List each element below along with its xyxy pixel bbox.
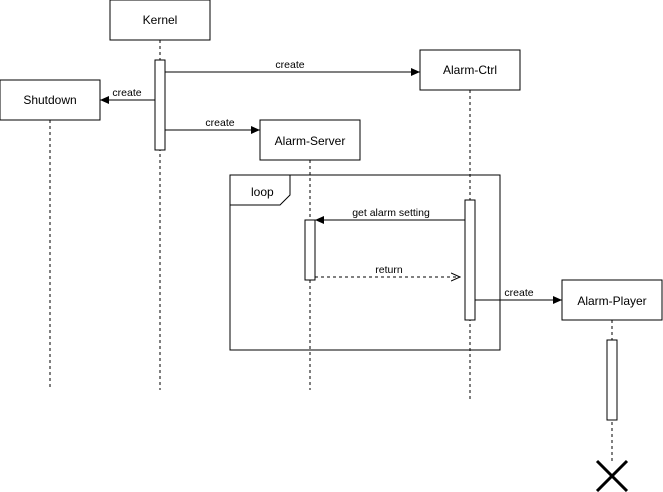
- message-create-alarm-server-label: create: [205, 117, 234, 129]
- message-return: return: [315, 264, 460, 277]
- message-create-alarm-server: create: [165, 117, 260, 134]
- message-create-shutdown: create: [100, 87, 155, 104]
- participant-alarm-ctrl: Alarm-Ctrl: [419, 49, 521, 91]
- loop-fragment: loop: [229, 174, 501, 351]
- participant-kernel-label: Kernel: [143, 13, 178, 27]
- participant-kernel: Kernel: [109, 0, 211, 41]
- message-create-alarm-player-label: create: [504, 287, 533, 299]
- participant-alarm-player: Alarm-Player: [561, 279, 663, 321]
- participant-shutdown: Shutdown: [0, 79, 101, 121]
- activation-kernel: [154, 59, 166, 151]
- message-create-alarm-ctrl: create: [165, 59, 420, 76]
- message-return-label: return: [375, 264, 403, 276]
- message-get-alarm-setting-label: get alarm setting: [352, 207, 430, 219]
- activation-alarm-server: [304, 219, 316, 281]
- destroy-x-icon: [595, 459, 629, 492]
- message-create-alarm-ctrl-label: create: [275, 59, 304, 71]
- message-get-alarm-setting: get alarm setting: [315, 207, 465, 224]
- activation-alarm-player: [606, 339, 618, 421]
- participant-alarm-player-label: Alarm-Player: [577, 294, 646, 308]
- participant-shutdown-label: Shutdown: [23, 93, 76, 107]
- participant-alarm-server: Alarm-Server: [259, 119, 361, 161]
- message-create-alarm-player: create: [475, 287, 562, 304]
- loop-label: loop: [251, 185, 274, 199]
- participant-alarm-ctrl-label: Alarm-Ctrl: [443, 63, 497, 77]
- message-create-shutdown-label: create: [112, 87, 141, 99]
- participant-alarm-server-label: Alarm-Server: [275, 134, 346, 148]
- activation-alarm-ctrl: [464, 199, 476, 321]
